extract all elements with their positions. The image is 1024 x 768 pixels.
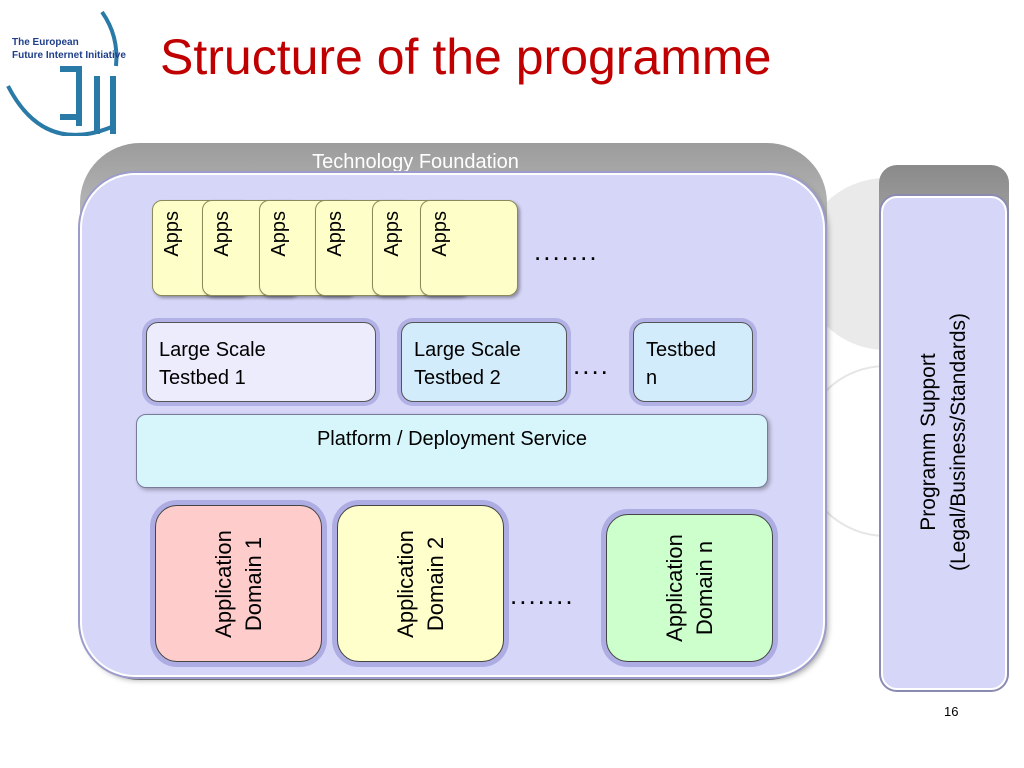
apps-label: Apps bbox=[429, 211, 451, 257]
application-domain-1: Application Domain 1 bbox=[155, 505, 322, 662]
domain-line: Domain n bbox=[691, 540, 717, 636]
testbed-ellipsis: .... bbox=[573, 350, 610, 380]
apps-label: Apps bbox=[324, 211, 346, 257]
platform-service: Platform / Deployment Service bbox=[136, 414, 768, 488]
page-number: 16 bbox=[944, 704, 959, 719]
application-domain-2: Application Domain 2 bbox=[337, 505, 504, 662]
apps-label: Apps bbox=[381, 211, 403, 257]
testbed-line: Testbed 2 bbox=[414, 367, 501, 389]
support-line-2: (Legal/Business/Standards) bbox=[947, 313, 970, 571]
support-container bbox=[881, 196, 1007, 690]
apps-label: Apps bbox=[161, 211, 183, 257]
apps-card: Apps bbox=[420, 200, 518, 296]
fi-logo bbox=[4, 6, 134, 137]
testbed-line: Large Scale bbox=[159, 339, 266, 361]
testbed-2: Large Scale Testbed 2 bbox=[401, 322, 567, 402]
domain-line: Application bbox=[392, 529, 418, 638]
logo-text: The European Future Internet Initiative bbox=[12, 36, 126, 62]
testbed-line: Large Scale bbox=[414, 339, 521, 361]
testbed-n: Testbed n bbox=[633, 322, 753, 402]
domain-ellipsis: ....... bbox=[510, 580, 575, 610]
domain-line: Application bbox=[661, 534, 687, 642]
domain-line: Domain 2 bbox=[422, 536, 448, 631]
application-domain-n: Application Domain n bbox=[606, 514, 773, 662]
foundation-label: Technology Foundation bbox=[312, 151, 519, 173]
domain-label: Application Domain 2 bbox=[391, 530, 451, 638]
apps-label: Apps bbox=[211, 211, 233, 257]
slide-title: Structure of the programme bbox=[160, 29, 772, 85]
domain-label: Application Domain 1 bbox=[209, 530, 269, 638]
logo-line-2: Future Internet Initiative bbox=[12, 50, 126, 61]
testbed-line: Testbed 1 bbox=[159, 367, 246, 389]
logo-line-1: The European bbox=[12, 37, 79, 48]
support-line-1: Programm Support bbox=[917, 353, 940, 531]
domain-line: Domain 1 bbox=[240, 536, 266, 631]
fi-logo-icon bbox=[6, 10, 119, 137]
testbed-line: Testbed bbox=[646, 339, 717, 361]
support-label: Programm Support (Legal/Business/Standar… bbox=[914, 313, 974, 571]
testbed-1: Large Scale Testbed 1 bbox=[146, 322, 376, 402]
domain-line: Application bbox=[210, 529, 236, 638]
domain-label: Application Domain n bbox=[660, 534, 720, 642]
apps-label: Apps bbox=[268, 211, 290, 257]
testbed-line: n bbox=[646, 367, 658, 389]
apps-ellipsis: ....... bbox=[534, 236, 599, 266]
